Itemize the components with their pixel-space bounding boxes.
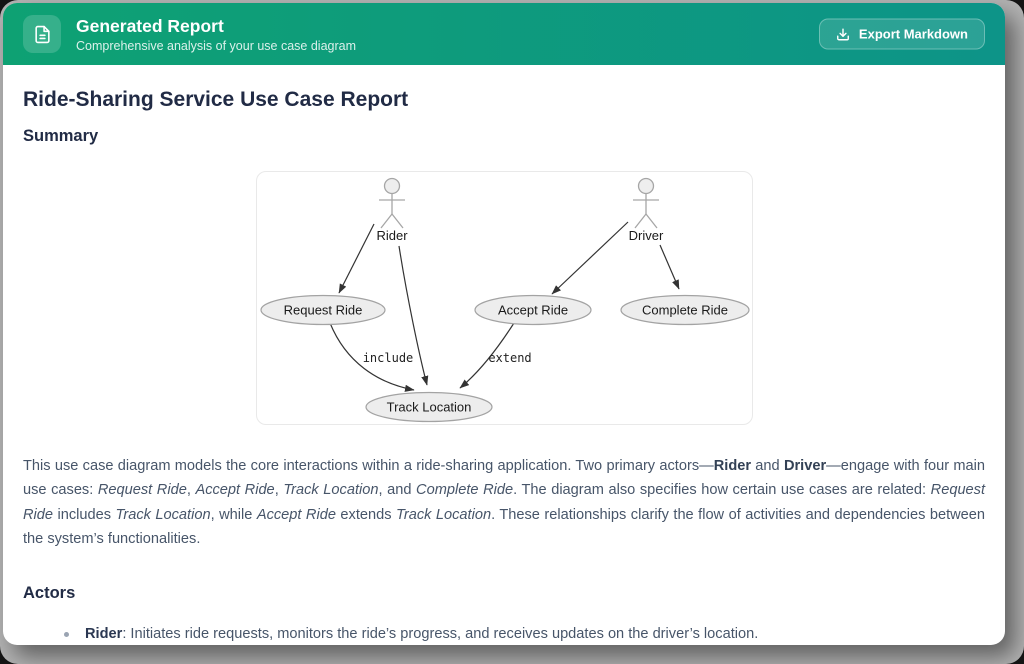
list-item-text: Rider: Initiates ride requests, monitors… (85, 623, 758, 645)
usecase-accept-ride (473, 294, 592, 326)
actor-rider-label: Rider (376, 228, 408, 243)
edge-driver-complete-ride (658, 244, 680, 290)
edge-extend (459, 322, 515, 389)
file-text-icon (23, 15, 61, 53)
usecase-accept-ride-label: Accept Ride (497, 303, 567, 318)
use-case-diagram: Rider Driver (255, 171, 753, 425)
edge-rider-track-location (397, 245, 428, 386)
actor-name: Rider (85, 626, 123, 643)
report-body: Ride-Sharing Service Use Case Report Sum… (3, 88, 1005, 645)
summary-paragraph: This use case diagram models the core in… (23, 458, 986, 547)
edge-rider-request-ride (337, 223, 375, 294)
download-icon (836, 27, 850, 41)
edge-label-extend: extend (488, 351, 531, 365)
export-markdown-button[interactable]: Export Markdown (818, 18, 985, 50)
header-text: Generated Report Comprehensive analysis … (76, 16, 356, 53)
actors-list: Rider: Initiates ride requests, monitors… (23, 623, 985, 645)
bullet-dot (64, 632, 69, 638)
report-window: Generated Report Comprehensive analysis … (3, 3, 1005, 645)
actor-driver (632, 177, 659, 229)
usecase-request-ride-label: Request Ride (283, 303, 362, 318)
usecase-complete-ride-label: Complete Ride (642, 303, 728, 318)
diagram-edges (328, 221, 680, 392)
list-item-rider: Rider: Initiates ride requests, monitors… (64, 623, 985, 645)
actor-driver-label: Driver (628, 228, 663, 243)
edge-driver-accept-ride (551, 221, 628, 295)
actors-heading: Actors (23, 584, 76, 603)
usecase-track-location (364, 391, 493, 423)
export-markdown-label: Export Markdown (858, 26, 968, 42)
actor-rider (378, 177, 405, 229)
summary-heading: Summary (23, 127, 99, 145)
app-subtitle: Comprehensive analysis of your use case … (76, 38, 356, 53)
edge-label-include: include (362, 351, 413, 365)
usecase-complete-ride (619, 294, 750, 326)
report-title: Ride-Sharing Service Use Case Report (23, 88, 409, 111)
usecase-request-ride (259, 294, 386, 326)
report-header: Generated Report Comprehensive analysis … (3, 3, 1005, 65)
app-title: Generated Report (76, 15, 224, 36)
usecase-track-location-label: Track Location (386, 400, 471, 415)
usecase-nodes (259, 294, 750, 423)
edge-include (328, 322, 415, 392)
actor-description: : Initiates ride requests, monitors the … (122, 626, 759, 643)
